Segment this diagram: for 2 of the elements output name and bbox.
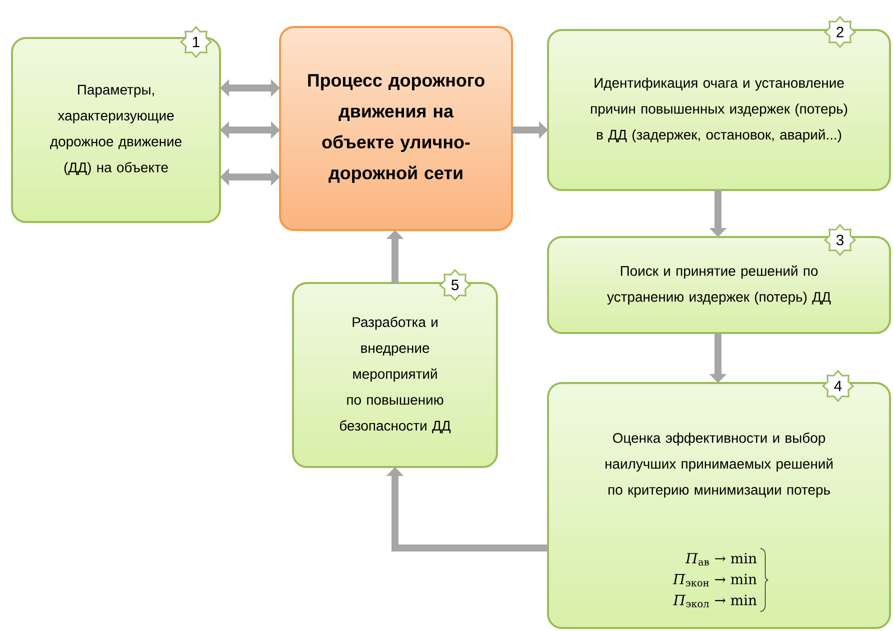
formula: П$_{ав}$ → min П$_{экон}$ → min П$_{экол}$ → min [672,548,769,612]
process-box: Процесс дорожного движения на объекте улично-дорожной сети [279,26,513,231]
